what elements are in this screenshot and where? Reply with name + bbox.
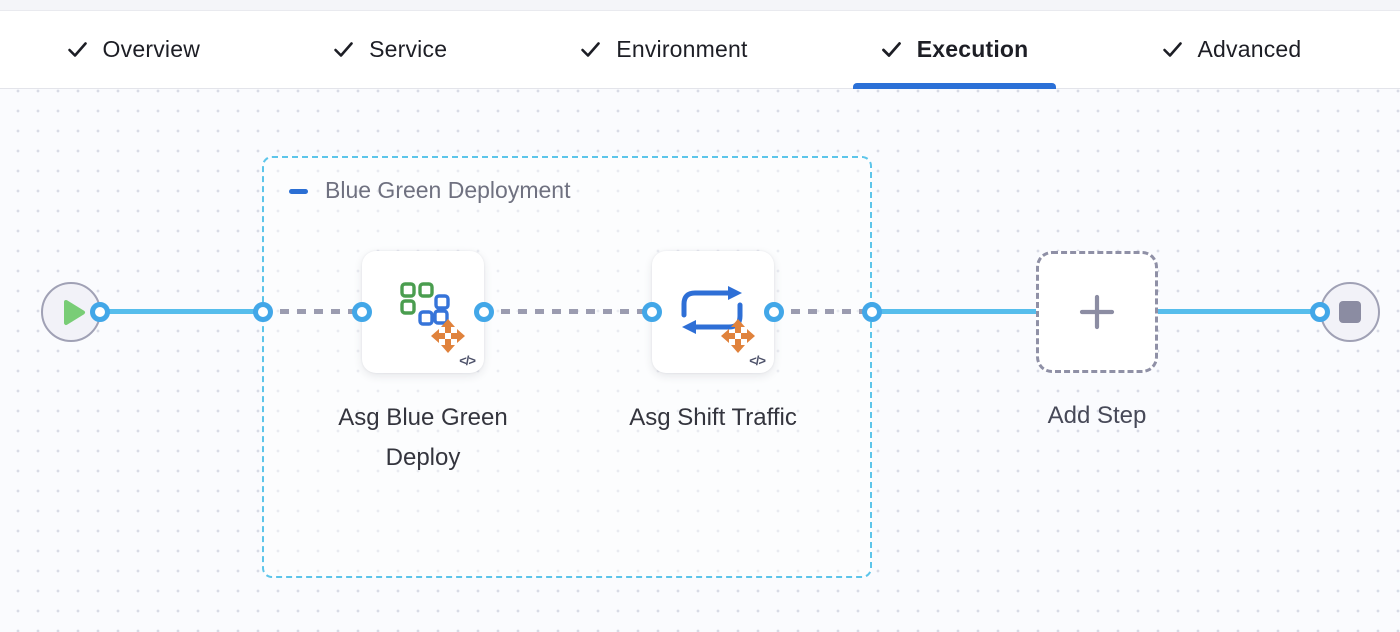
step-label-asg-blue-green-deploy: Asg Blue Green Deploy [338, 404, 508, 471]
port-end-in[interactable] [1310, 302, 1330, 322]
connector-start-to-group [100, 309, 265, 314]
tab-label: Execution [916, 36, 1029, 62]
port-start-out[interactable] [90, 302, 110, 322]
tab-overview[interactable]: Overview [39, 11, 228, 88]
port-step2-in[interactable] [642, 302, 662, 322]
stop-icon [1339, 301, 1361, 323]
add-step-label: Add Step [1047, 402, 1147, 429]
tab-label: Service [369, 36, 448, 62]
port-step1-in[interactable] [352, 302, 372, 322]
connector-group-to-step1 [263, 309, 364, 314]
plus-icon [1077, 292, 1117, 332]
checkmark-icon [1162, 41, 1183, 58]
checkmark-icon [67, 41, 88, 58]
tab-label: Advanced [1197, 36, 1302, 62]
code-icon: </> [749, 353, 766, 368]
checkmark-icon [333, 41, 354, 58]
asg-blue-green-deploy-icon [400, 282, 450, 331]
checkmark-icon [580, 41, 601, 58]
tab-label: Overview [102, 36, 200, 62]
minus-icon[interactable] [289, 189, 308, 194]
port-group-in[interactable] [253, 302, 273, 322]
add-step-button[interactable] [1036, 251, 1158, 373]
move-arrows-icon[interactable] [430, 318, 466, 359]
play-icon [63, 299, 86, 326]
pipeline-canvas[interactable]: Blue Green Deployment [0, 89, 1400, 632]
move-arrows-icon[interactable] [720, 318, 756, 359]
step-group-header: Blue Green Deployment [289, 177, 570, 204]
step-label-asg-shift-traffic: Asg Shift Traffic [629, 404, 797, 431]
port-group-out[interactable] [862, 302, 882, 322]
step-group-label: Blue Green Deployment [325, 177, 571, 203]
checkmark-icon [881, 41, 902, 58]
step-group-blue-green-deployment [262, 156, 872, 578]
code-icon: </> [459, 353, 476, 368]
connector-step1-to-step2 [484, 309, 654, 314]
port-step2-out[interactable] [764, 302, 784, 322]
tab-execution[interactable]: Execution [852, 11, 1057, 89]
tab-service[interactable]: Service [305, 11, 475, 88]
step-card-asg-shift-traffic[interactable]: </> [652, 251, 774, 373]
tab-advanced[interactable]: Advanced [1134, 11, 1330, 88]
connector-step2-to-group-edge [774, 309, 874, 314]
window-top-strip [0, 0, 1400, 11]
port-step1-out[interactable] [474, 302, 494, 322]
pipeline-stage-tabbar: Overview Service Environment Execution A… [0, 11, 1400, 89]
tab-label: Environment [616, 36, 748, 62]
tab-environment[interactable]: Environment [552, 11, 775, 88]
active-tab-underline [852, 83, 1057, 89]
step-card-asg-blue-green-deploy[interactable]: </> [362, 251, 484, 373]
